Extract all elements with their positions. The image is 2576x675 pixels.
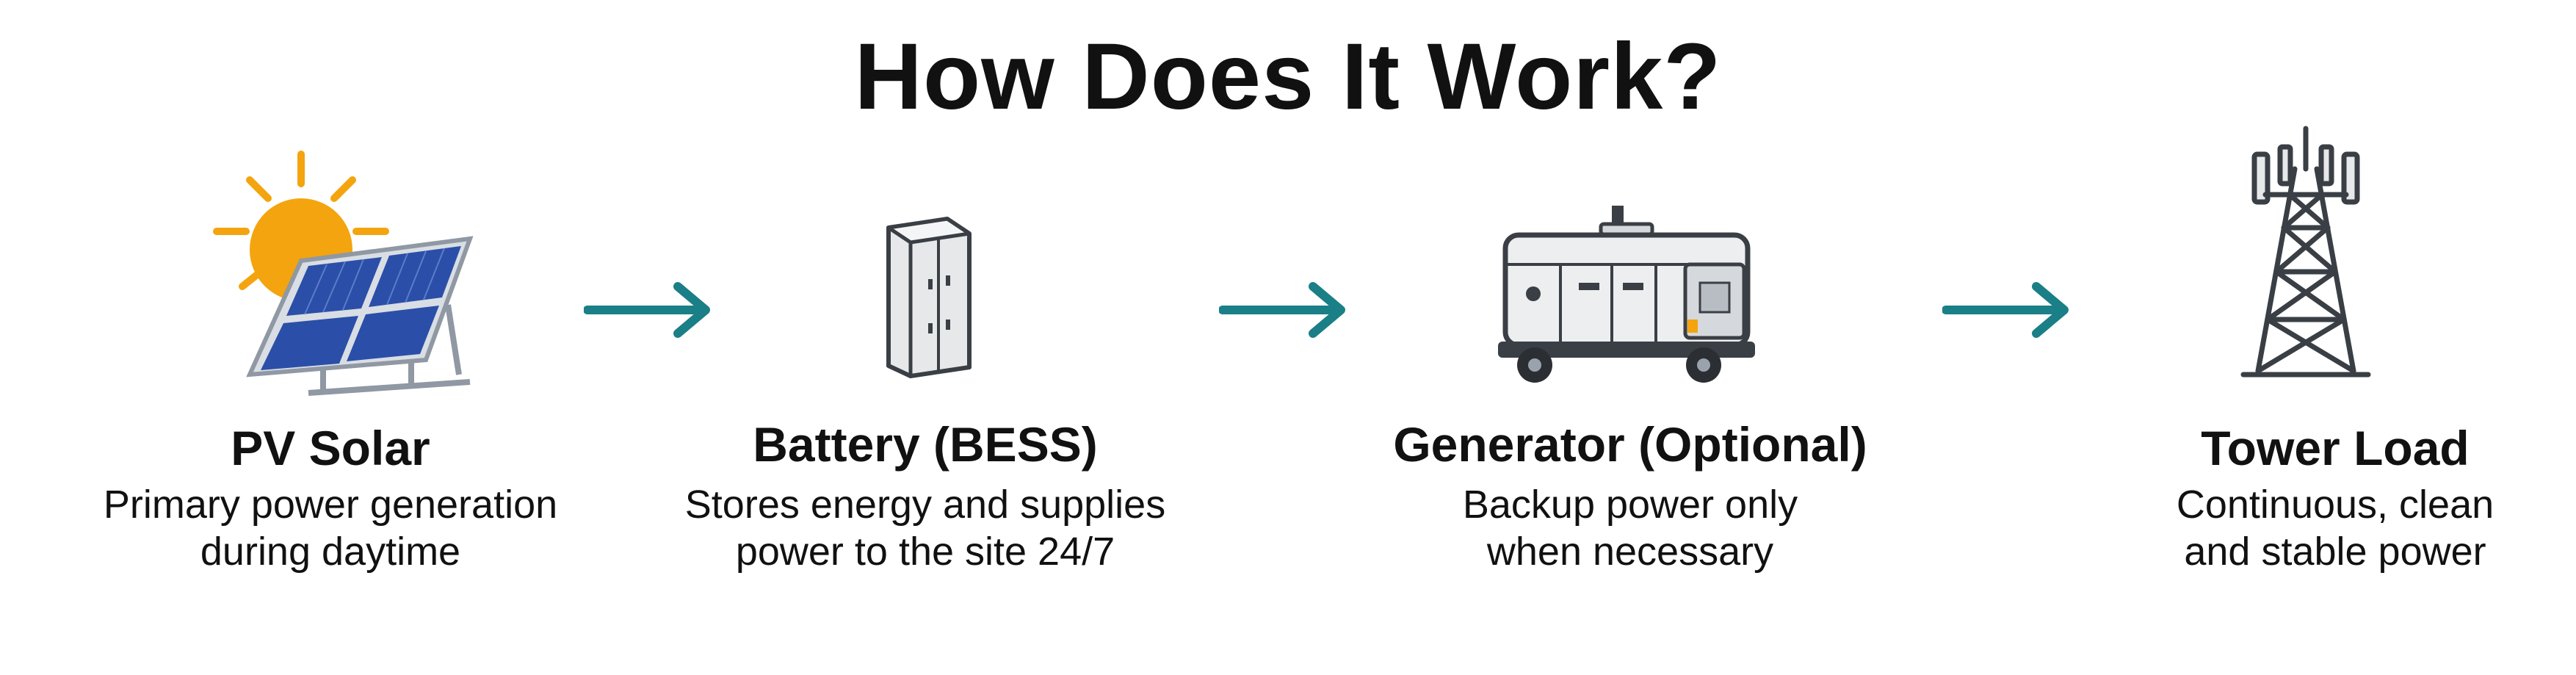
step-tower-load: Tower Load Continuous, clean and stable … (2115, 110, 2555, 624)
step-battery: Battery (BESS) Stores energy and supplie… (646, 110, 1204, 624)
step-label: Battery (BESS) (753, 417, 1098, 472)
step-description: Primary power generation during daytime (103, 483, 558, 574)
arrow-right-icon (1219, 282, 1345, 338)
page-title: How Does It Work? (854, 24, 1722, 129)
arrow-right-icon (584, 282, 710, 338)
step-description: Stores energy and supplies power to the … (684, 483, 1166, 574)
step-label: Generator (Optional) (1393, 417, 1867, 472)
step-description: Backup power only when necessary (1462, 483, 1798, 574)
step-label: Tower Load (2201, 421, 2470, 475)
arrow-right-icon (1942, 282, 2069, 338)
telecom-tower-icon (2115, 110, 2555, 419)
step-description: Continuous, clean and stable power (2176, 483, 2494, 574)
generator-icon (1336, 110, 1924, 419)
solar-panel-icon (59, 110, 602, 419)
step-pv-solar: PV Solar Primary power generation during… (59, 110, 602, 624)
step-label: PV Solar (231, 421, 430, 475)
step-generator: Generator (Optional) Backup power only w… (1336, 110, 1924, 624)
battery-cabinet-icon (646, 110, 1204, 419)
